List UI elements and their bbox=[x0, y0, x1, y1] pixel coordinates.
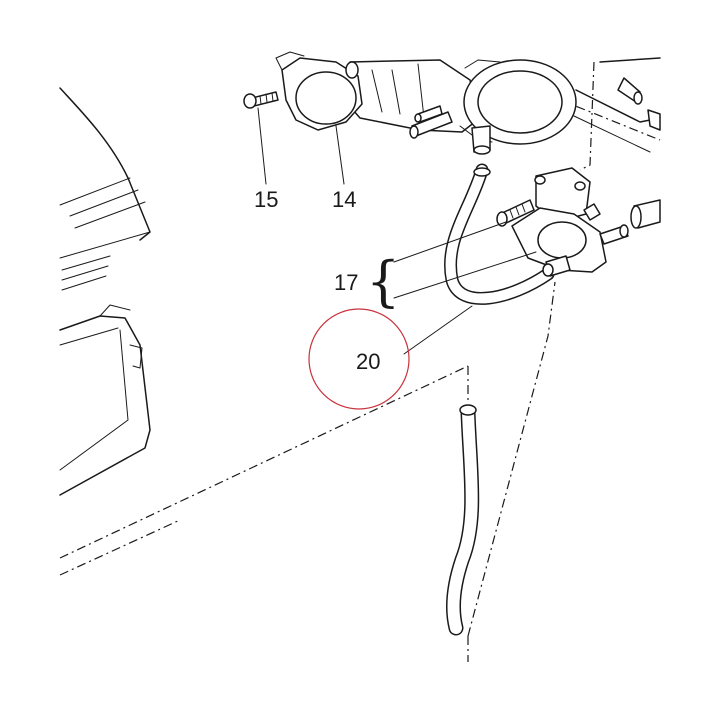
part-14-sensor bbox=[275, 51, 363, 131]
leader-17-lower bbox=[393, 251, 537, 299]
callout-14: 14 bbox=[332, 187, 356, 212]
hose-nipple bbox=[471, 125, 491, 155]
leader-17-upper bbox=[393, 221, 507, 263]
vacuum-nipples bbox=[409, 105, 453, 139]
leader-lines bbox=[257, 107, 537, 355]
fitting-stub-top-right bbox=[617, 77, 661, 131]
callout-20: 20 bbox=[356, 349, 380, 374]
leader-20 bbox=[403, 305, 473, 355]
callout-17: 17 bbox=[334, 270, 358, 295]
lower-hose bbox=[446, 404, 480, 636]
valve-assembly bbox=[511, 167, 661, 277]
leader-14 bbox=[335, 125, 345, 185]
part-15-screw bbox=[243, 91, 279, 109]
brace-17: { bbox=[366, 250, 400, 313]
part-20-hose bbox=[444, 163, 555, 305]
throttle-body bbox=[339, 57, 661, 155]
leader-15 bbox=[257, 107, 267, 185]
highlight-circle bbox=[308, 308, 410, 410]
callout-15: 15 bbox=[254, 187, 278, 212]
engine-housing bbox=[59, 87, 151, 496]
